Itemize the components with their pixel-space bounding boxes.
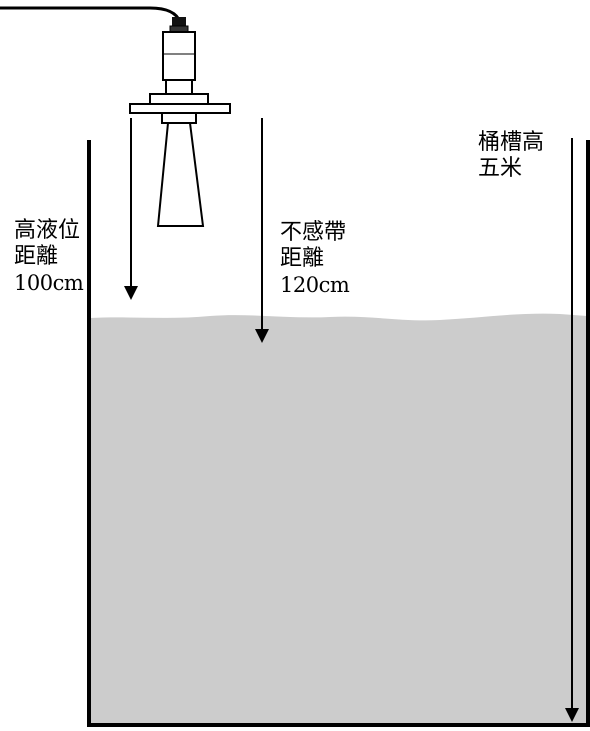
- high-level-label-line2: 距離: [14, 244, 59, 269]
- arrow-down-icon: [255, 329, 269, 343]
- high-level-distance-arrow: [124, 118, 138, 300]
- blind-zone-label-value: 120cm: [280, 273, 350, 297]
- tank-right-wall: [586, 140, 590, 726]
- blind-zone-distance-arrow: [255, 118, 269, 343]
- arrow-down-icon: [565, 708, 579, 722]
- tank-height-arrow: [565, 138, 579, 722]
- radar-level-sensor-icon: [129, 17, 231, 227]
- tank-height-label-line2: 五米: [478, 156, 523, 181]
- arrow-down-icon: [124, 286, 138, 300]
- blind-zone-label-line1: 不感帶: [280, 220, 347, 245]
- sensor-cable: [0, 6, 182, 23]
- blind-zone-label-line2: 距離: [280, 246, 325, 271]
- tank-height-label-line1: 桶槽高: [478, 130, 545, 155]
- tank-left-wall: [87, 140, 91, 726]
- high-level-label-value: 100cm: [14, 271, 84, 295]
- blind-zone-distance-label: 不感帶 距離 120cm: [280, 220, 350, 298]
- high-level-distance-label: 高液位 距離 100cm: [14, 218, 84, 296]
- tank-height-label: 桶槽高 五米: [478, 130, 544, 182]
- liquid-fill: [90, 313, 587, 723]
- tank-bottom: [87, 723, 590, 727]
- high-level-label-line1: 高液位: [14, 218, 81, 243]
